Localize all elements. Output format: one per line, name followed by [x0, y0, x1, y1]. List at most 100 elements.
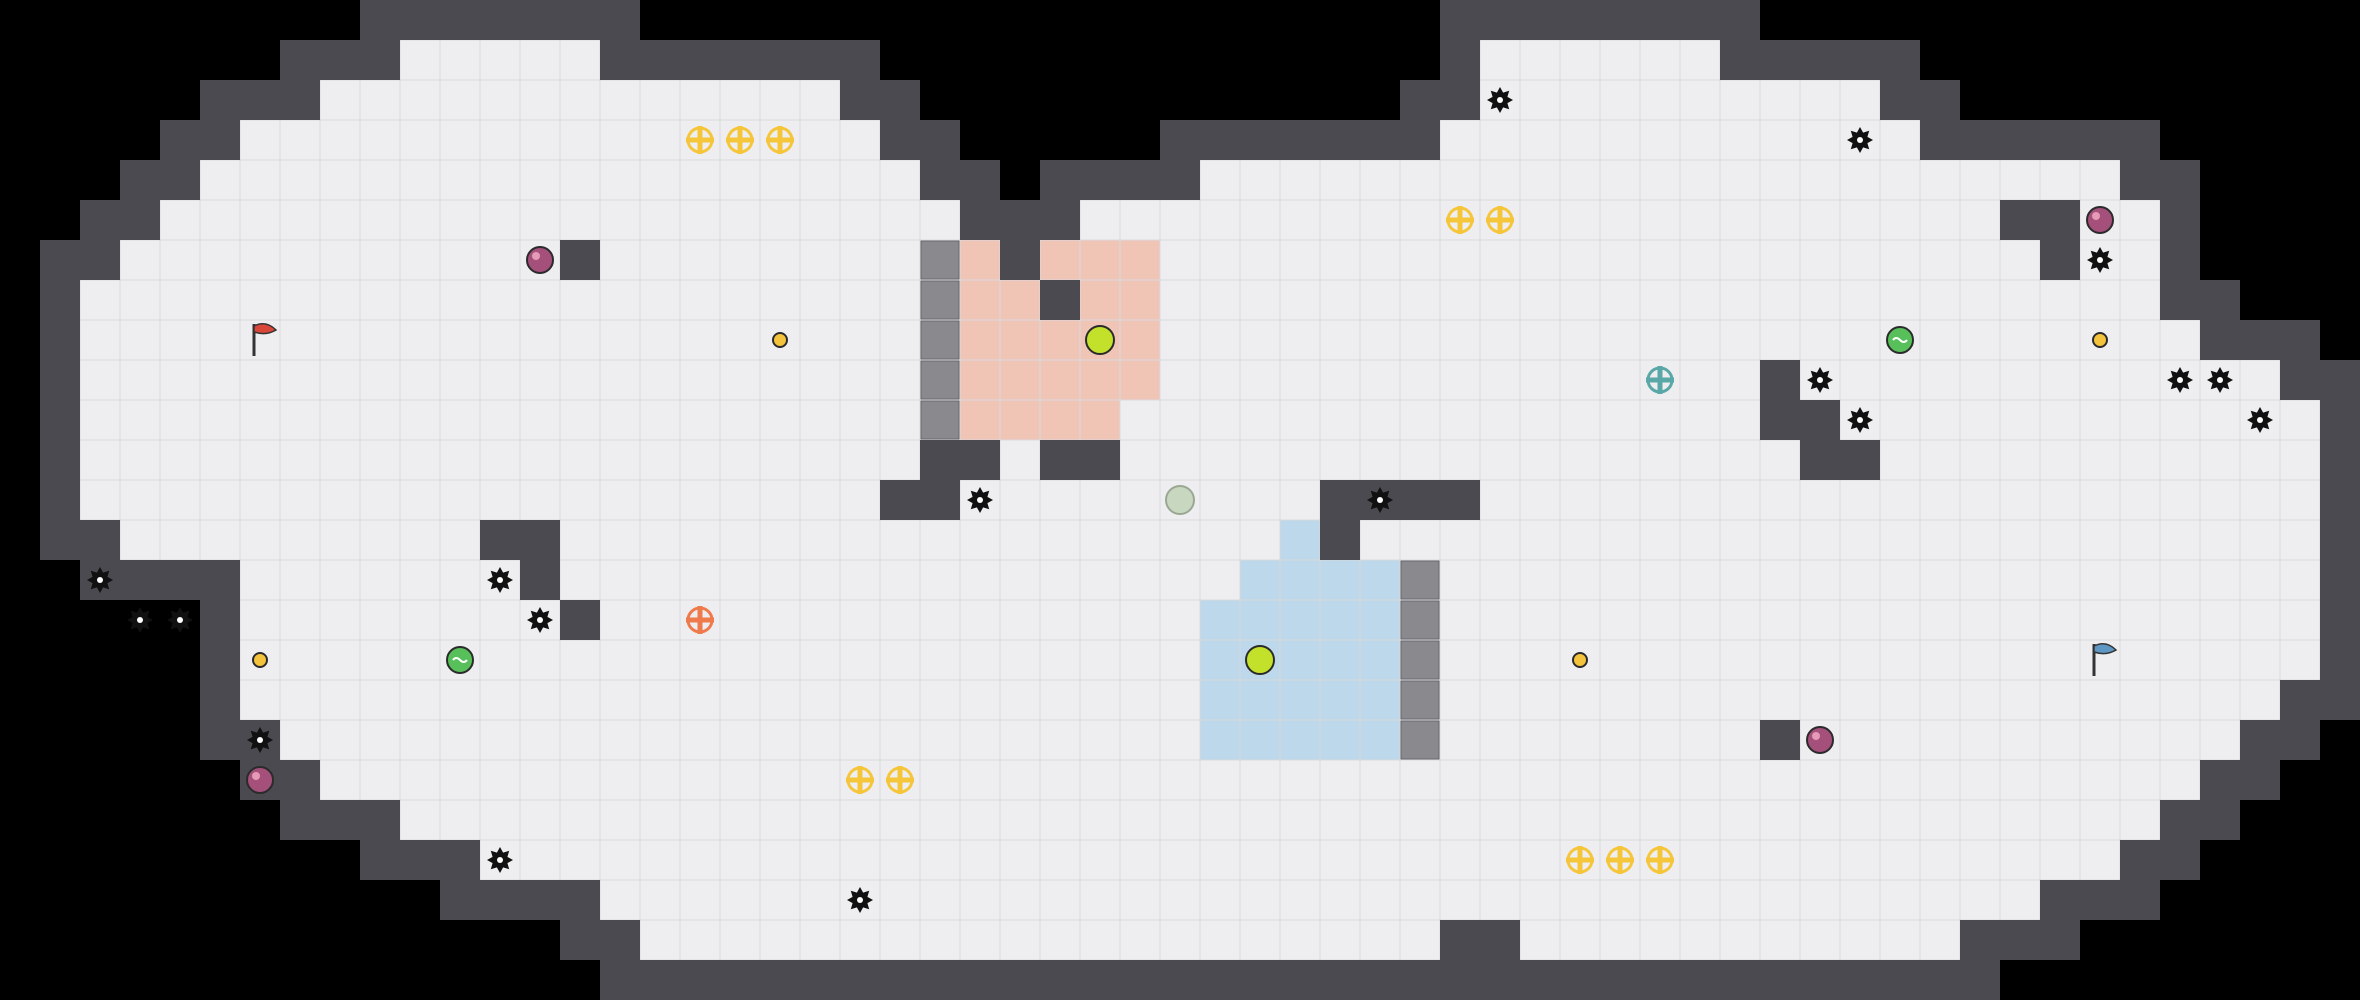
void-tile [160, 760, 200, 800]
wall-block [1760, 400, 1800, 440]
wall-tile [200, 80, 240, 120]
void-tile [1000, 0, 1040, 40]
void-tile [240, 960, 280, 1000]
void-tile [400, 960, 440, 1000]
void-tile [480, 920, 520, 960]
spike-center [177, 617, 183, 623]
wall-block [960, 440, 1000, 480]
wall-tile [2320, 680, 2360, 720]
wall-block [2040, 200, 2080, 240]
void-tile [160, 960, 200, 1000]
void-tile [160, 720, 200, 760]
void-tile [240, 840, 280, 880]
wall-tile [200, 600, 240, 640]
void-tile [200, 880, 240, 920]
floor-row [1080, 480, 2320, 520]
wall-tile [840, 80, 880, 120]
red-flag-icon[interactable] [252, 323, 278, 356]
void-tile [680, 0, 720, 40]
void-tile [80, 0, 120, 40]
void-tile [1040, 120, 1080, 160]
void-tile [720, 0, 760, 40]
wall-tile [480, 880, 520, 920]
wall-tile [1440, 0, 1480, 40]
flag-cloth [2093, 643, 2118, 655]
void-tile [80, 600, 120, 640]
wall-block [1040, 440, 1080, 480]
void-tile [160, 680, 200, 720]
bomb-icon [1806, 726, 1834, 754]
wall-tile [1800, 960, 1840, 1000]
spike-icon [1367, 487, 1393, 513]
void-tile [2240, 280, 2280, 320]
void-tile [2320, 80, 2360, 120]
wall-tile [360, 40, 400, 80]
blue-flag-icon[interactable] [2092, 643, 2118, 676]
void-tile [2320, 280, 2360, 320]
void-tile [2280, 200, 2320, 240]
gate-tile [920, 280, 960, 320]
void-tile [2000, 0, 2040, 40]
wall-tile [120, 560, 160, 600]
wall-tile [2160, 280, 2200, 320]
boost-bar [846, 777, 874, 783]
wall-tile [40, 280, 80, 320]
spike-icon [1847, 407, 1873, 433]
void-tile [0, 760, 40, 800]
bomb-body [246, 766, 274, 794]
void-tile [920, 80, 960, 120]
wall-tile [1040, 280, 1080, 320]
floor-row [480, 840, 1560, 880]
void-tile [80, 920, 120, 960]
void-tile [0, 960, 40, 1000]
wall-tile [1640, 0, 1680, 40]
wall-tile [960, 200, 1000, 240]
pellet-icon [2092, 332, 2108, 348]
void-tile [2200, 200, 2240, 240]
spike-icon [2087, 247, 2113, 273]
ball-icon [1245, 645, 1275, 675]
spike-center [137, 617, 143, 623]
wall-tile [440, 840, 480, 880]
void-tile [160, 40, 200, 80]
void-tile [280, 0, 320, 40]
void-tile [960, 80, 1000, 120]
void-tile [80, 160, 120, 200]
boost-icon [1486, 206, 1514, 234]
void-tile [2320, 120, 2360, 160]
wall-tile [40, 440, 80, 480]
wall-tile [2320, 360, 2360, 400]
void-tile [760, 0, 800, 40]
spike-icon [2207, 367, 2233, 393]
void-tile [120, 640, 160, 680]
void-tile [2200, 960, 2240, 1000]
void-tile [2240, 240, 2280, 280]
bomb-icon [246, 766, 274, 794]
void-tile [2120, 80, 2160, 120]
boost-icon [1606, 846, 1634, 874]
void-tile [1360, 80, 1400, 120]
void-tile [40, 200, 80, 240]
void-tile [160, 640, 200, 680]
void-tile [2240, 160, 2280, 200]
void-tile [2080, 80, 2120, 120]
boost-icon [1446, 206, 1474, 234]
wall-tile [200, 720, 240, 760]
wall-tile [2040, 120, 2080, 160]
void-tile [160, 880, 200, 920]
void-tile [1320, 80, 1360, 120]
void-tile [0, 480, 40, 520]
void-tile [120, 760, 160, 800]
void-tile [1280, 80, 1320, 120]
void-tile [2280, 840, 2320, 880]
void-tile [2200, 840, 2240, 880]
spike-icon [87, 567, 113, 593]
wall-tile [2040, 880, 2080, 920]
void-tile [280, 920, 320, 960]
red-zone-tile [960, 360, 1160, 400]
void-tile [2200, 120, 2240, 160]
wall-tile [1320, 960, 1360, 1000]
void-tile [2320, 320, 2360, 360]
void-tile [40, 40, 80, 80]
